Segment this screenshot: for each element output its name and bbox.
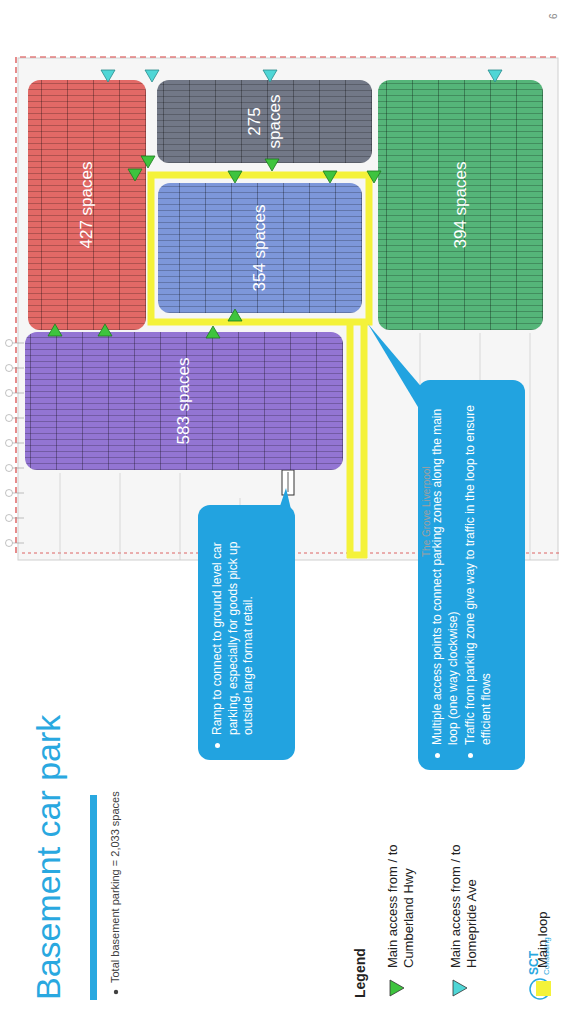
bullet-dot [435,753,440,758]
main-loop-ring [151,175,369,322]
callout-text: Traffic from parking zone give way to tr… [463,392,494,745]
bullet-text: Total basement parking = 2,033 spaces [109,791,121,983]
zone-capacity: 394 spaces [451,162,471,249]
grid-marker [6,465,13,472]
legend-triangle [453,980,467,996]
grid-marker [6,365,13,372]
access-triangle [228,171,242,183]
legend-text: Main loop [535,840,551,968]
parking-zone: 354 spaces [158,183,362,313]
legend-text: Main access from / to Cumberland Hwy [385,840,416,968]
parking-zone: 583 spaces [25,332,343,470]
parking-zone: 275 spaces [157,80,372,163]
main-loop-stem [361,322,368,558]
zone-capacity: 354 spaces [250,205,270,292]
grid-marker [6,490,13,497]
bullet-dot [468,753,473,758]
grid-marker [6,540,13,547]
logo-mark [530,979,550,999]
callout-text: Multiple access points to connect parkin… [430,392,461,745]
legend-heading: Legend [352,948,368,998]
plan-line [530,333,531,560]
legend-triangle [390,980,404,996]
callout-text: Ramp to connect to ground level car park… [210,517,257,735]
bullet-dot [114,990,118,994]
access-triangle [145,70,159,82]
main-loop-stem [347,322,354,558]
parking-zone: 427 spaces [28,80,146,330]
grid-marker [6,440,13,447]
zone-capacity: 275 spaces [245,88,284,155]
callout-box: Ramp to connect to ground level car park… [198,505,295,760]
bullet-dot [215,743,220,748]
bullet-row: Ramp to connect to ground level car park… [210,517,257,750]
grid-marker [6,340,13,347]
bullet-row: Traffic from parking zone give way to tr… [463,392,494,760]
zone-capacity: 427 spaces [77,162,97,249]
access-triangle [323,171,337,183]
grid-markers [6,340,25,547]
watermark: The Grove Liverpool [421,466,432,557]
plan-line [180,473,181,560]
access-triangle [265,159,279,171]
parking-zone: 394 spaces [378,80,543,330]
ramp [282,470,294,495]
bullet-row: Multiple access points to connect parkin… [430,392,461,760]
legend-swatch [536,981,551,996]
grid-marker [6,515,13,522]
plan-line [60,473,61,560]
grid-marker [6,415,13,422]
title-bar [90,795,97,1000]
callout-box: Multiple access points to connect parkin… [418,380,525,770]
grid-marker [6,390,13,397]
legend-swatch [389,979,405,997]
slide-title: Basement car park [30,715,67,1000]
page-number: 6 [548,13,559,19]
zone-capacity: 583 spaces [174,358,194,445]
main-loop-stem [347,552,367,559]
legend-swatch [452,979,468,997]
plan-line [120,473,121,560]
ramp-line [288,472,289,492]
legend-text: Main access from / to Homepride Ave [448,840,479,968]
